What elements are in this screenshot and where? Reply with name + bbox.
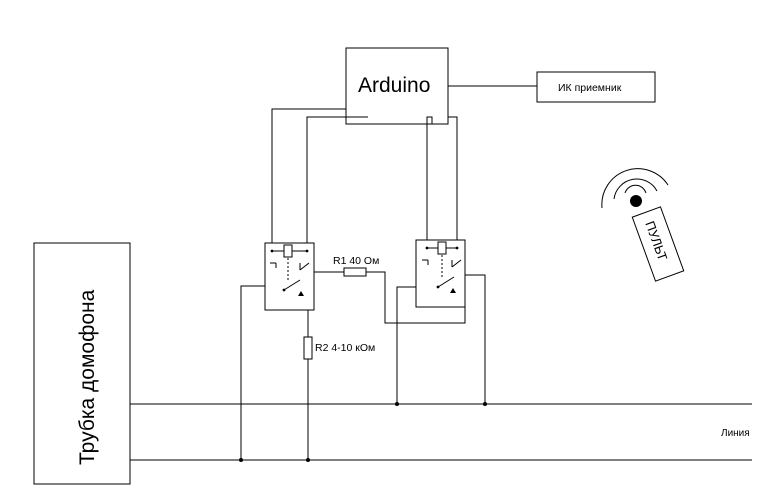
ir-receiver-block: ИК приемник [448, 71, 656, 103]
arduino-label: Arduino [358, 74, 430, 97]
handset-block: Трубка домофона [33, 242, 131, 485]
line-label: Линия [721, 428, 750, 439]
junction-dot [306, 458, 310, 462]
resistor-r1: R1 40 Ом [314, 255, 466, 324]
remote-control-icon: ПУЛЬТ [631, 206, 685, 282]
relay-icon [437, 241, 447, 255]
relay-icon [283, 244, 293, 258]
line-bus: Линия [130, 402, 752, 462]
resistor-r1-label: R1 40 Ом [333, 255, 379, 267]
junction-dot [395, 402, 399, 406]
resistor-r2: R2 4-10 кОм [303, 310, 375, 460]
resistor-r2-label: R2 4-10 кОм [315, 342, 375, 354]
arduino-block: Arduino [345, 47, 449, 125]
handset-label: Трубка домофона [76, 289, 99, 465]
relay-line-wires [240, 274, 486, 460]
relay-right [415, 239, 466, 308]
junction-dot [239, 458, 243, 462]
junction-dot [483, 402, 487, 406]
ir-signal-waves-icon [601, 168, 669, 209]
relay-left [264, 242, 315, 311]
arduino-relay-wires [271, 108, 458, 243]
ir-receiver-label: ИК приемник [558, 82, 622, 94]
